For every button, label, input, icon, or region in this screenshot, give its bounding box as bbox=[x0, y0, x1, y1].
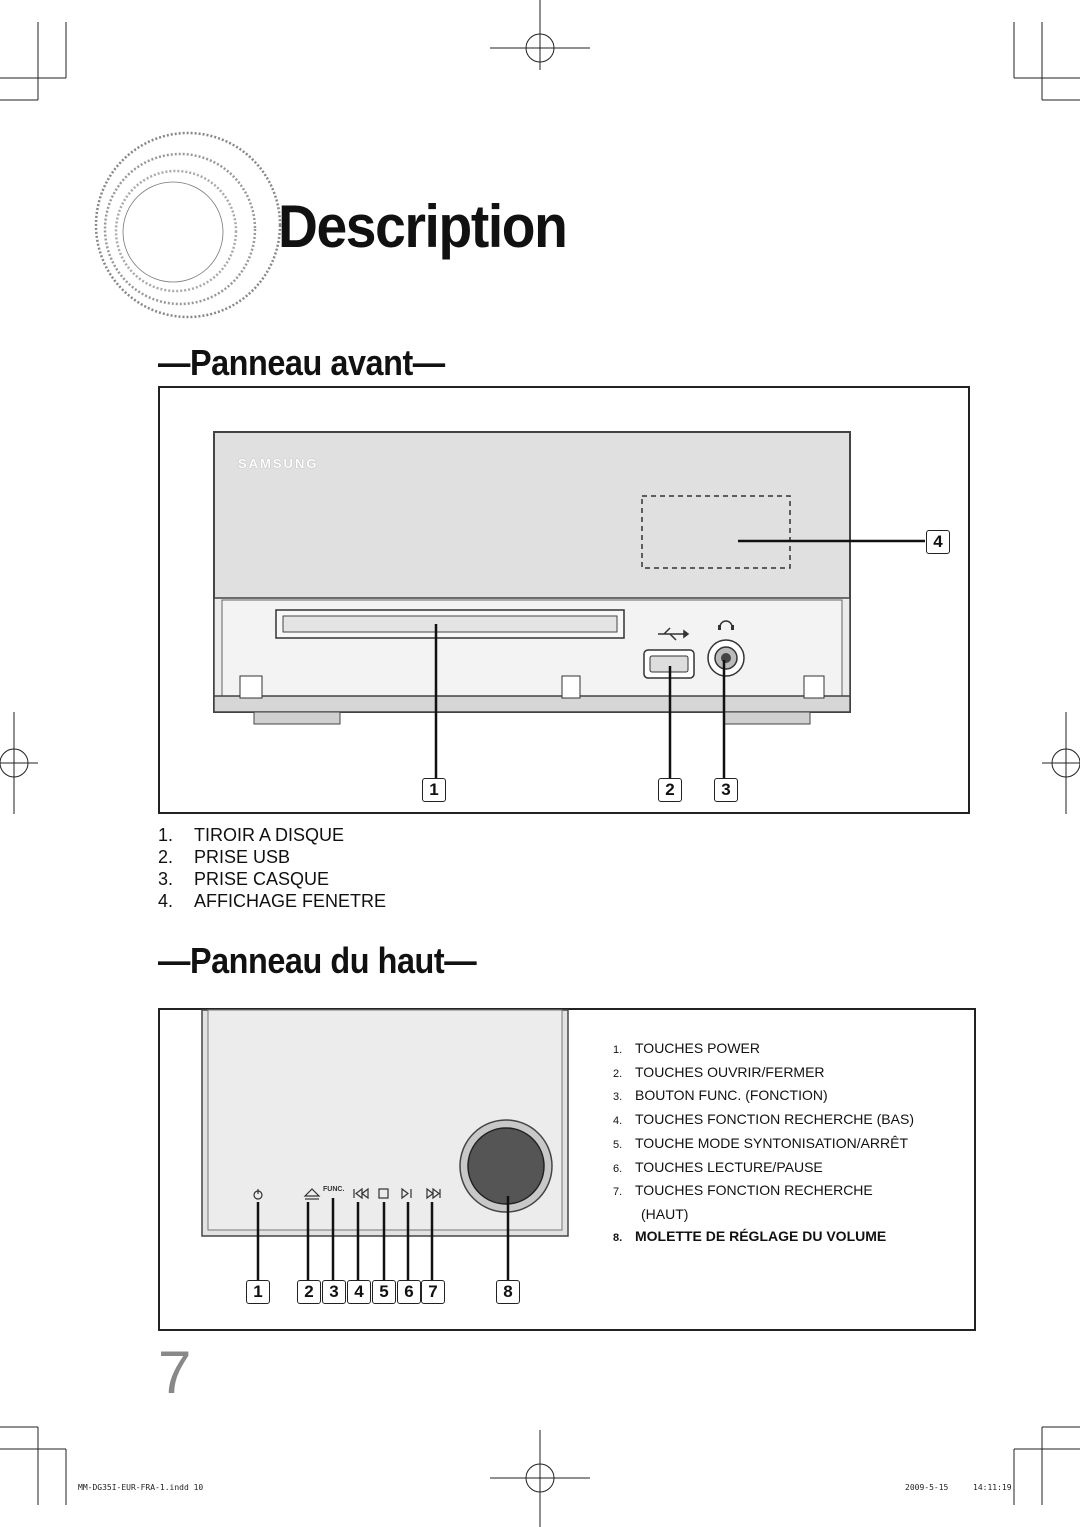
top-callout-2: 2 bbox=[297, 1280, 321, 1304]
top-callout-1: 1 bbox=[246, 1280, 270, 1304]
front-panel-figure bbox=[158, 386, 970, 814]
legend-item: 3.BOUTON FUNC. (FONCTION) bbox=[613, 1087, 828, 1104]
footer-time: 14:11:19 bbox=[973, 1483, 1012, 1492]
callout-1: 1 bbox=[422, 778, 446, 802]
top-callout-7: 7 bbox=[421, 1280, 445, 1304]
legend-item: 1.TIROIR A DISQUE bbox=[158, 825, 345, 845]
top-callout-5: 5 bbox=[372, 1280, 396, 1304]
legend-item: 7.TOUCHES FONCTION RECHERCHE bbox=[613, 1182, 873, 1199]
legend-item: 5.TOUCHE MODE SYNTONISATION/ARRÊT bbox=[613, 1134, 909, 1151]
samsung-logo: SAMSUNG bbox=[238, 456, 319, 471]
legend-item: 2.TOUCHES OUVRIR/FERMER bbox=[613, 1063, 825, 1080]
legend-item: 8.MOLETTE DE RÉGLAGE DU VOLUME bbox=[613, 1227, 887, 1244]
callout-4: 4 bbox=[926, 530, 950, 554]
footer-file: MM-DG35I-EUR-FRA-1.indd 10 bbox=[78, 1483, 204, 1492]
binary-swirl-decoration bbox=[94, 131, 282, 319]
page-number: 7 bbox=[158, 1339, 192, 1406]
footer-date: 2009-5-15 bbox=[905, 1483, 949, 1492]
legend-item: 4.TOUCHES FONCTION RECHERCHE (BAS) bbox=[613, 1111, 914, 1128]
top-callout-8: 8 bbox=[496, 1280, 520, 1304]
top-panel-heading: —Panneau du haut— bbox=[158, 940, 477, 981]
top-callout-6: 6 bbox=[397, 1280, 421, 1304]
top-panel-legend: 1.TOUCHES POWER 2.TOUCHES OUVRIR/FERMER … bbox=[613, 1038, 914, 1249]
legend-item: 4.AFFICHAGE FENETRE bbox=[158, 891, 387, 911]
legend-item: (HAUT) bbox=[641, 1205, 689, 1222]
callout-3: 3 bbox=[714, 778, 738, 802]
legend-item: 6.TOUCHES LECTURE/PAUSE bbox=[613, 1158, 823, 1175]
legend-item: 3.PRISE CASQUE bbox=[158, 869, 330, 889]
top-callout-3: 3 bbox=[322, 1280, 346, 1304]
top-panel-figure bbox=[158, 1008, 976, 1331]
func-label: FUNC. bbox=[323, 1186, 345, 1193]
top-callout-4: 4 bbox=[347, 1280, 371, 1304]
legend-item: 2.PRISE USB bbox=[158, 847, 291, 867]
front-panel-heading: —Panneau avant— bbox=[158, 342, 445, 383]
legend-item: 1.TOUCHES POWER bbox=[613, 1040, 760, 1056]
page-title: Description bbox=[278, 193, 568, 260]
front-panel-legend: 1.TIROIR A DISQUE 2.PRISE USB 3.PRISE CA… bbox=[158, 824, 386, 912]
callout-2: 2 bbox=[658, 778, 682, 802]
